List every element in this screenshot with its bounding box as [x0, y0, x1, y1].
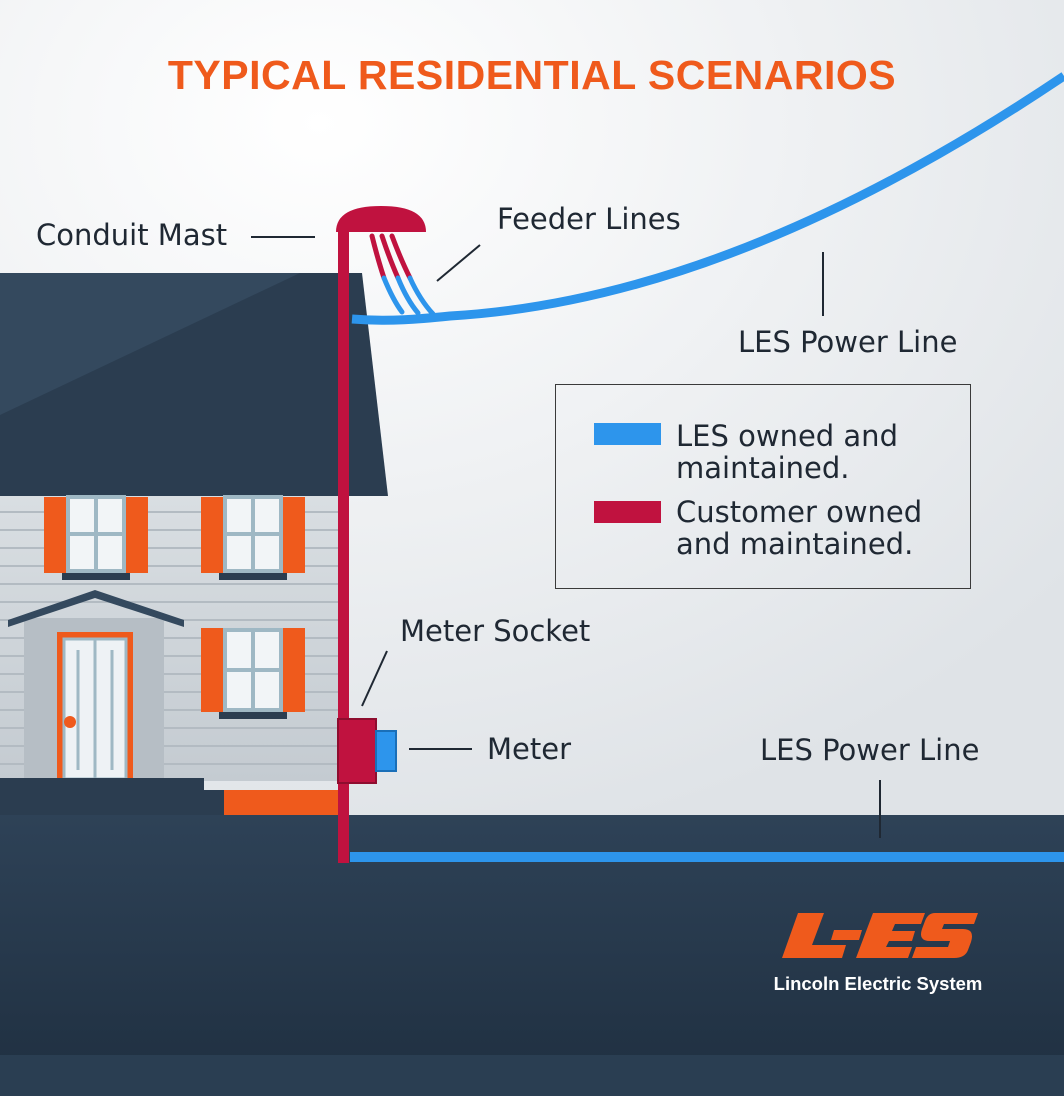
house-illustration: [0, 273, 388, 815]
legend-swatch-les: [594, 423, 661, 445]
meter-socket-label: Meter Socket: [400, 614, 591, 648]
legend-swatch-customer: [594, 501, 661, 523]
conduit-mast-icon: [336, 206, 426, 863]
page-title: TYPICAL RESIDENTIAL SCENARIOS: [167, 52, 897, 98]
overhead-power-line-label: LES Power Line: [738, 325, 958, 359]
legend-label-customer: Customer owned and maintained.: [676, 495, 923, 561]
les-logo-icon: [782, 913, 978, 958]
overhead-les-power-line: [351, 72, 1064, 325]
underground-power-line-label: LES Power Line: [760, 733, 980, 767]
leader-lines: [251, 236, 881, 838]
meter-icon: [375, 730, 397, 772]
legend: LES owned and maintained. Customer owned…: [555, 384, 971, 589]
meter-label: Meter: [487, 732, 571, 766]
underground-les-power-line: [350, 852, 1064, 862]
feeder-lines-label: Feeder Lines: [497, 202, 681, 236]
brand-name: Lincoln Electric System: [773, 973, 983, 994]
ground-bottom-band: [0, 1055, 1064, 1096]
legend-label-les: LES owned and maintained.: [676, 419, 898, 485]
meter-socket: [337, 718, 377, 784]
feeder-lines: [369, 233, 436, 317]
conduit-mast-label: Conduit Mast: [36, 218, 228, 252]
